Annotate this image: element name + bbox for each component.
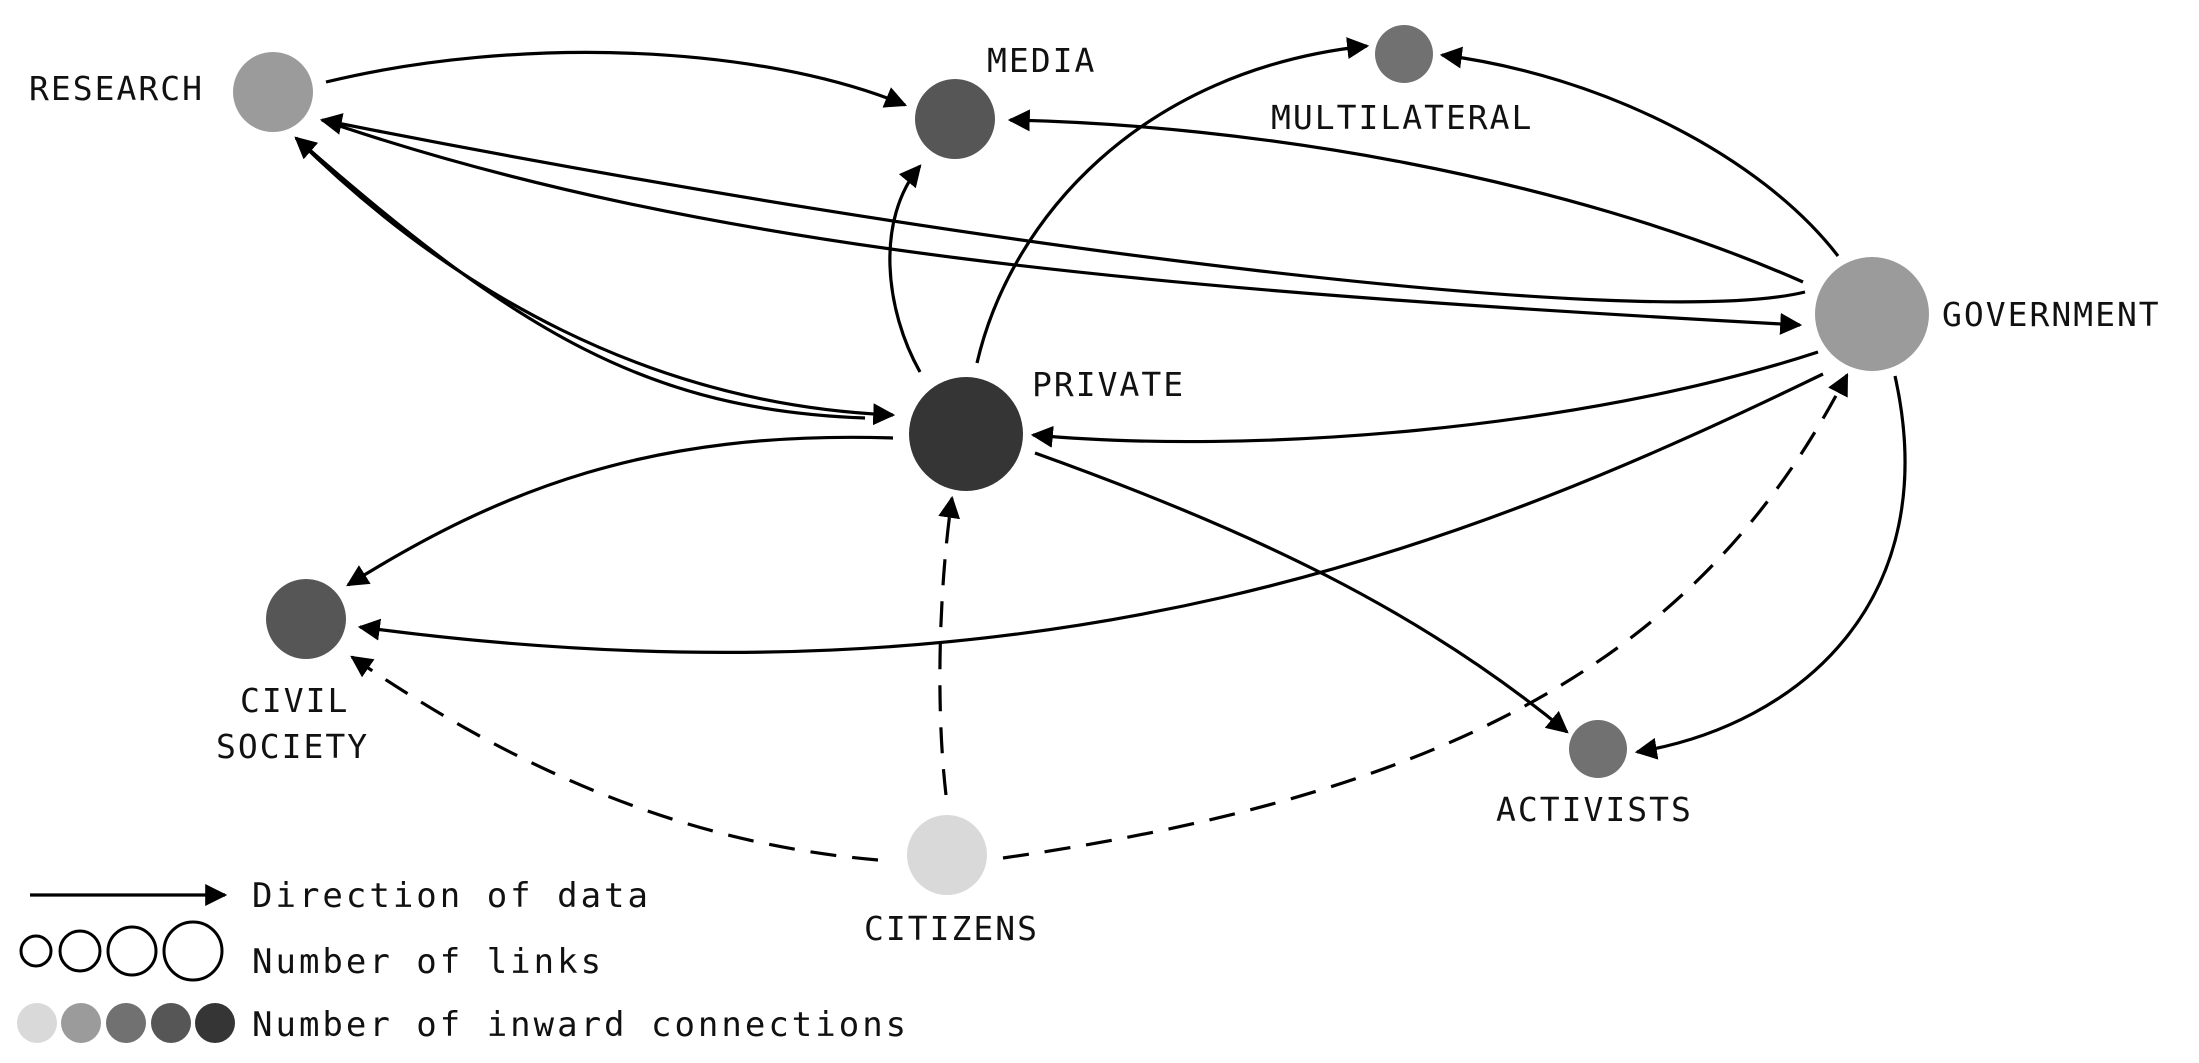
edge-citizens-to-private <box>938 495 961 796</box>
legend-links-circle-1 <box>19 934 53 968</box>
legend-links-label: Number of links <box>252 942 604 982</box>
node-citizens[interactable]: CITIZENS <box>864 815 1039 948</box>
edge-government-to-multilateral <box>1439 46 1840 257</box>
node-civil-society-label-line1: CIVIL <box>240 681 349 720</box>
nodes: RESEARCH MEDIA MULTILATERAL GOVERNMENT P… <box>29 25 2161 948</box>
edge-research-to-government <box>321 118 1803 335</box>
node-civil-society-circle[interactable] <box>266 579 346 659</box>
legend-links-circle-3 <box>106 925 158 977</box>
node-citizens-label: CITIZENS <box>864 909 1039 948</box>
node-civil-society[interactable]: CIVIL SOCIETY <box>216 579 369 766</box>
node-activists[interactable]: ACTIVISTS <box>1496 720 1693 829</box>
node-government-circle[interactable] <box>1815 257 1929 371</box>
legend-links: Number of links <box>19 920 604 982</box>
edge-government-to-civil-society <box>357 372 1824 654</box>
node-research[interactable]: RESEARCH <box>29 52 313 132</box>
legend-shade-swatch-1 <box>17 1003 57 1043</box>
edge-government-to-private <box>1030 350 1819 448</box>
legend-shade-swatch-2 <box>61 1003 101 1043</box>
node-media-label: MEDIA <box>987 41 1096 80</box>
node-multilateral-circle[interactable] <box>1375 25 1433 83</box>
legend-shade-swatch-3 <box>106 1003 146 1043</box>
legend-shade-swatch-4 <box>151 1003 191 1043</box>
node-private-label: PRIVATE <box>1032 365 1185 404</box>
node-activists-label: ACTIVISTS <box>1496 790 1693 829</box>
edge-government-to-media <box>1007 109 1804 284</box>
edge-research-to-media <box>325 50 908 108</box>
edge-citizens-to-civil-society <box>350 655 879 862</box>
node-activists-circle[interactable] <box>1569 720 1627 778</box>
edge-private-to-multilateral <box>975 37 1370 364</box>
legend-shade-swatch-5 <box>195 1003 235 1043</box>
edge-citizens-to-government <box>1002 373 1849 860</box>
edges <box>294 37 1907 862</box>
edge-research-to-private <box>294 136 896 426</box>
legend-links-circle-4 <box>162 920 224 982</box>
legend-direction-label: Direction of data <box>252 876 651 916</box>
edge-private-to-civil-society <box>346 435 894 587</box>
edge-government-to-activists <box>1634 375 1907 760</box>
node-research-circle[interactable] <box>233 52 313 132</box>
node-civil-society-label-line2: SOCIETY <box>216 727 369 766</box>
node-media[interactable]: MEDIA <box>915 41 1096 159</box>
node-private[interactable]: PRIVATE <box>909 365 1185 491</box>
legend-inward-label: Number of inward connections <box>252 1005 909 1045</box>
node-multilateral-label: MULTILATERAL <box>1271 98 1533 137</box>
node-government[interactable]: GOVERNMENT <box>1815 257 2161 371</box>
legend-inward: Number of inward connections <box>17 1003 909 1045</box>
legend-direction: Direction of data <box>30 876 651 916</box>
edge-government-to-research <box>319 113 1806 304</box>
edge-private-to-media <box>888 164 922 373</box>
edge-private-to-activists <box>1034 451 1569 734</box>
node-research-label: RESEARCH <box>29 69 204 108</box>
node-government-label: GOVERNMENT <box>1942 295 2161 334</box>
node-multilateral[interactable]: MULTILATERAL <box>1271 25 1533 137</box>
legend: Direction of data Number of links Number… <box>17 876 909 1045</box>
node-citizens-circle[interactable] <box>907 815 987 895</box>
node-media-circle[interactable] <box>915 79 995 159</box>
legend-links-circle-2 <box>58 929 102 973</box>
edge-private-to-research <box>294 136 866 420</box>
node-private-circle[interactable] <box>909 377 1023 491</box>
